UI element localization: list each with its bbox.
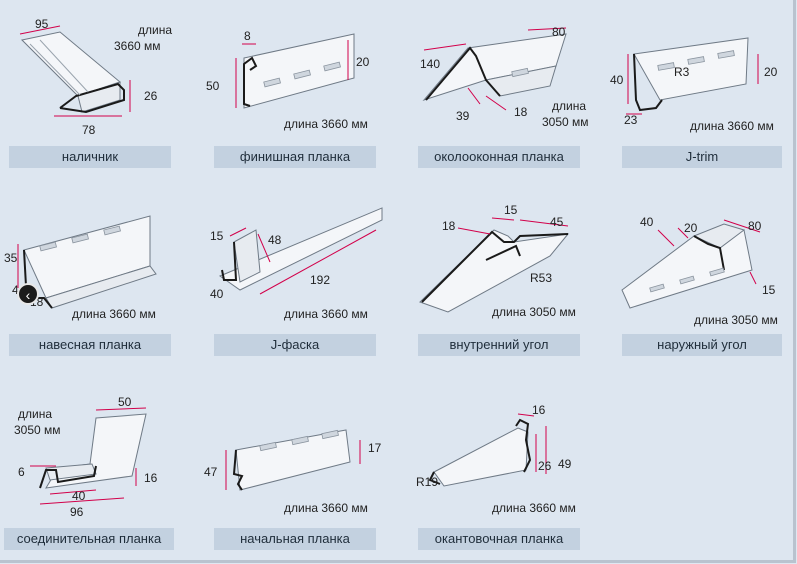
okolo-dim-140: 140 — [420, 57, 440, 71]
caption-okant: окантовочная планка — [418, 528, 580, 550]
soed-dim-96: 96 — [70, 505, 84, 519]
okant-dim-49: 49 — [558, 457, 572, 471]
vnutr-length: длина 3050 мм — [492, 305, 576, 319]
jtrim-dim-r3: R3 — [674, 65, 690, 79]
profile-nalichnik-drawing: 95 26 78 длина 3660 мм — [19, 17, 172, 137]
jfaska-length: длина 3660 мм — [284, 307, 368, 321]
profile-okolo: 140 80 39 18 длина 3050 мм околооконная … — [400, 0, 600, 170]
naruzh-dim-20: 20 — [684, 221, 698, 235]
jfaska-dim-15: 15 — [210, 229, 224, 243]
caption-finish: финишная планка — [214, 146, 376, 168]
finish-dim-50: 50 — [206, 79, 220, 93]
profile-jfaska-drawing: 15 48 192 40 длина 3660 мм — [210, 207, 383, 321]
caption-soed: соединительная планка — [4, 528, 174, 550]
okolo-dim-80: 80 — [552, 25, 566, 39]
vnutr-dim-15: 15 — [504, 203, 518, 217]
caption-jfaska: J-фаска — [214, 334, 376, 356]
soed-length-value: 3050 мм — [14, 423, 61, 437]
soed-length-label: длина — [18, 407, 52, 421]
jtrim-dim-20: 20 — [764, 65, 778, 79]
profile-navesnaya: 35 4 18 длина 3660 мм навесная планка — [0, 190, 200, 370]
naruzh-dim-15: 15 — [762, 283, 776, 297]
profile-okant: 16 R19 26 49 длина 3660 мм окантовочная … — [400, 390, 600, 560]
profile-okolo-drawing: 140 80 39 18 длина 3050 мм — [420, 25, 589, 129]
naruzh-dim-40: 40 — [640, 215, 654, 229]
nach-dim-47: 47 — [204, 465, 218, 479]
profile-navesnaya-drawing: 35 4 18 длина 3660 мм — [4, 215, 157, 321]
jtrim-length: длина 3660 мм — [690, 119, 774, 133]
okolo-length-value: 3050 мм — [542, 115, 589, 129]
soed-dim-16: 16 — [144, 471, 158, 485]
profile-nach-drawing: 47 17 длина 3660 мм — [204, 429, 382, 515]
okant-dim-r19: R19 — [416, 475, 438, 489]
soed-dim-40: 40 — [72, 489, 86, 503]
finish-dim-8: 8 — [244, 29, 251, 43]
okolo-dim-39: 39 — [456, 109, 470, 123]
navesnaya-length: длина 3660 мм — [72, 307, 156, 321]
soed-dim-6: 6 — [18, 465, 25, 479]
naruzh-dim-80: 80 — [748, 219, 762, 233]
previous-arrow-button[interactable]: ‹ — [17, 283, 39, 305]
profile-okant-drawing: 16 R19 26 49 длина 3660 мм — [416, 403, 576, 515]
caption-okolo: околооконная планка — [418, 146, 580, 168]
caption-nach: начальная планка — [214, 528, 376, 550]
profile-nach: 47 17 длина 3660 мм начальная планка — [200, 390, 400, 560]
jfaska-dim-40: 40 — [210, 287, 224, 301]
profile-soed: 50 6 16 40 96 длина 3050 мм соединительн… — [0, 390, 200, 560]
okolo-length-label: длина — [552, 99, 586, 113]
vnutr-dim-r53: R53 — [530, 271, 552, 285]
profile-jfaska: 15 48 192 40 длина 3660 мм J-фаска — [200, 190, 400, 370]
nach-length: длина 3660 мм — [284, 501, 368, 515]
caption-nalichnik: наличник — [9, 146, 171, 168]
profile-jtrim: 40 R3 20 23 длина 3660 мм J-trim — [600, 0, 797, 170]
navesnaya-dim-4: 4 — [12, 283, 19, 297]
jtrim-dim-23: 23 — [624, 113, 638, 127]
jfaska-dim-48: 48 — [268, 233, 282, 247]
profile-nalichnik: 95 26 78 длина 3660 мм наличник — [0, 0, 200, 170]
jtrim-dim-40: 40 — [610, 73, 624, 87]
nalichnik-dim-95: 95 — [35, 17, 49, 31]
profile-jtrim-drawing: 40 R3 20 23 длина 3660 мм — [610, 37, 778, 133]
finish-length: длина 3660 мм — [284, 117, 368, 131]
nalichnik-length-value: 3660 мм — [114, 39, 161, 53]
nalichnik-dim-26: 26 — [144, 89, 158, 103]
caption-navesnaya: навесная планка — [9, 334, 171, 356]
okant-dim-16: 16 — [532, 403, 546, 417]
caption-naruzh: наружный угол — [622, 334, 782, 356]
naruzh-length: длина 3050 мм — [694, 313, 778, 327]
profile-vnutr-drawing: 18 15 45 R53 длина 3050 мм — [419, 203, 576, 319]
okant-dim-26: 26 — [538, 459, 552, 473]
vnutr-dim-45: 45 — [550, 215, 564, 229]
nach-dim-17: 17 — [368, 441, 382, 455]
vnutr-dim-18: 18 — [442, 219, 456, 233]
profile-naruzh: 40 20 80 15 длина 3050 мм наружный угол — [600, 190, 797, 370]
finish-dim-20: 20 — [356, 55, 370, 69]
jfaska-dim-192: 192 — [310, 273, 330, 287]
okant-length: длина 3660 мм — [492, 501, 576, 515]
nalichnik-length-label: длина — [138, 23, 172, 37]
profile-naruzh-drawing: 40 20 80 15 длина 3050 мм — [621, 215, 778, 327]
nalichnik-dim-78: 78 — [82, 123, 96, 137]
profile-vnutr: 18 15 45 R53 длина 3050 мм внутренний уг… — [400, 190, 600, 370]
navesnaya-dim-35: 35 — [4, 251, 18, 265]
okolo-dim-18: 18 — [514, 105, 528, 119]
profile-soed-drawing: 50 6 16 40 96 длина 3050 мм — [14, 395, 158, 519]
caption-vnutr: внутренний угол — [418, 334, 580, 356]
soed-dim-50: 50 — [118, 395, 132, 409]
profile-finish-drawing: 8 50 20 длина 3660 мм — [206, 29, 370, 131]
profile-finish: 8 50 20 длина 3660 мм финишная планка — [200, 0, 400, 170]
caption-jtrim: J-trim — [622, 146, 782, 168]
